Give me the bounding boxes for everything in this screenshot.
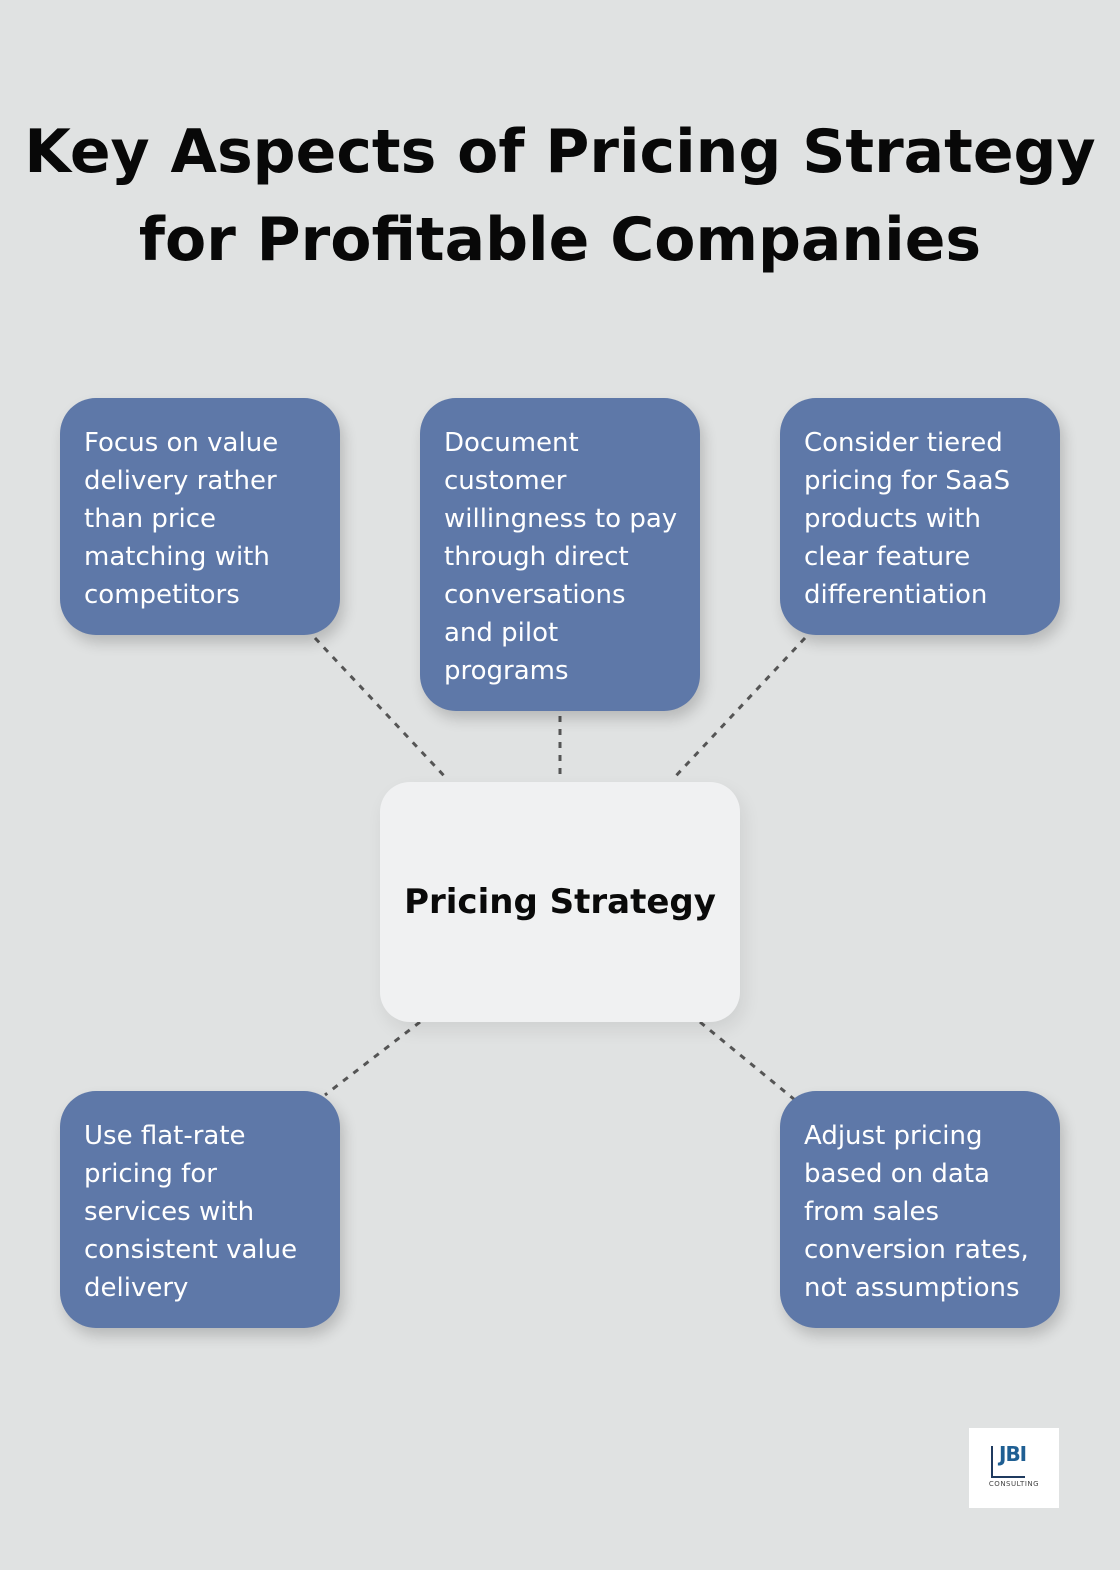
aspect-text: Consider tiered pricing for SaaS product… [804, 428, 1011, 610]
logo-mark-icon [991, 1446, 1025, 1478]
title-line-2: for Profitable Companies [138, 205, 982, 275]
aspect-box-flat-rate: Use flat-rate pricing for services with … [60, 1091, 340, 1328]
aspect-box-value-delivery: Focus on value delivery rather than pric… [60, 398, 340, 635]
aspect-text: Focus on value delivery rather than pric… [84, 428, 279, 610]
aspect-text: Adjust pricing based on data from sales … [804, 1121, 1029, 1303]
title-line-1: Key Aspects of Pricing Strategy [24, 117, 1096, 187]
aspect-text: Document customer willingness to pay thr… [444, 428, 678, 686]
connector-bottom-right [699, 1020, 796, 1102]
aspect-box-data-driven: Adjust pricing based on data from sales … [780, 1091, 1060, 1328]
aspect-text: Use flat-rate pricing for services with … [84, 1121, 298, 1303]
aspect-box-tiered-pricing: Consider tiered pricing for SaaS product… [780, 398, 1060, 635]
page-title: Key Aspects of Pricing Strategy for Prof… [0, 108, 1120, 284]
connector-bottom-left [324, 1020, 421, 1097]
center-label: Pricing Strategy [404, 882, 716, 922]
center-node: Pricing Strategy [380, 782, 740, 1022]
logo-text: JBI [999, 1442, 1027, 1466]
company-logo: JBI CONSULTING [969, 1428, 1059, 1508]
logo-subtext: CONSULTING [988, 1480, 1040, 1488]
aspect-box-willingness-to-pay: Document customer willingness to pay thr… [420, 398, 700, 711]
